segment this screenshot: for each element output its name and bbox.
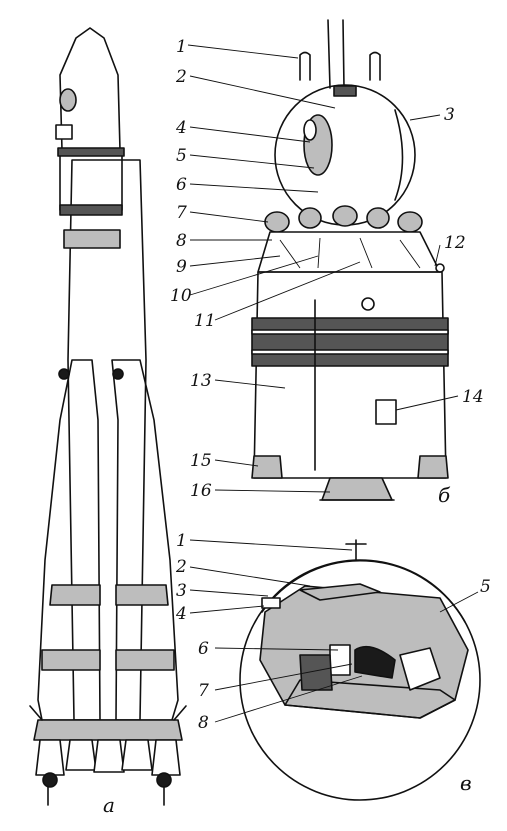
- spacecraft-callout-1: 1: [176, 37, 187, 57]
- capsule-callout-3: 3: [176, 581, 187, 601]
- spacecraft-callout-2: 2: [175, 67, 187, 87]
- rocket-illustration: [29, 27, 187, 806]
- spacecraft-callout-14: 14: [462, 387, 484, 407]
- capsule-cutaway-illustration: [239, 539, 481, 801]
- spacecraft-callout-4: 4: [175, 118, 187, 138]
- capsule-callouts: 1 2 3 4 5 6 7 8: [175, 531, 491, 733]
- spacecraft-callout-7: 7: [176, 203, 187, 223]
- spacecraft-callout-16: 16: [190, 481, 212, 501]
- capsule-callout-2: 2: [175, 557, 187, 577]
- capsule-callout-5: 5: [480, 577, 491, 597]
- capsule-callout-4: 4: [175, 604, 187, 624]
- spacecraft-callout-5: 5: [176, 146, 187, 166]
- spacecraft-callout-11: 11: [194, 311, 216, 331]
- capsule-callout-6: 6: [198, 639, 209, 659]
- spacecraft-callout-13: 13: [190, 371, 212, 391]
- capsule-callout-1: 1: [176, 531, 187, 551]
- rocket-engines: [29, 705, 187, 806]
- capsule-panel-label: в: [460, 771, 472, 795]
- spacecraft-callout-15: 15: [190, 451, 212, 471]
- spacecraft-tanks: [264, 205, 423, 233]
- rocket-panel-label: а: [103, 793, 115, 817]
- spacecraft-illustration: [251, 19, 449, 501]
- capsule-callout-8: 8: [198, 713, 209, 733]
- spacecraft-callout-3: 3: [444, 105, 455, 125]
- spacecraft-panel-label: б: [438, 483, 451, 507]
- capsule-callout-7: 7: [198, 681, 209, 701]
- spacecraft-callout-9: 9: [176, 257, 187, 277]
- spacecraft-callout-6: 6: [176, 175, 187, 195]
- spacecraft-callouts: 1 2 3 4 5 6 7 8 9 10 11 12 13 14 15 16: [170, 37, 484, 501]
- spacecraft-callout-12: 12: [444, 233, 466, 253]
- spacecraft-callout-10: 10: [170, 286, 192, 306]
- spacecraft-callout-8: 8: [176, 231, 187, 251]
